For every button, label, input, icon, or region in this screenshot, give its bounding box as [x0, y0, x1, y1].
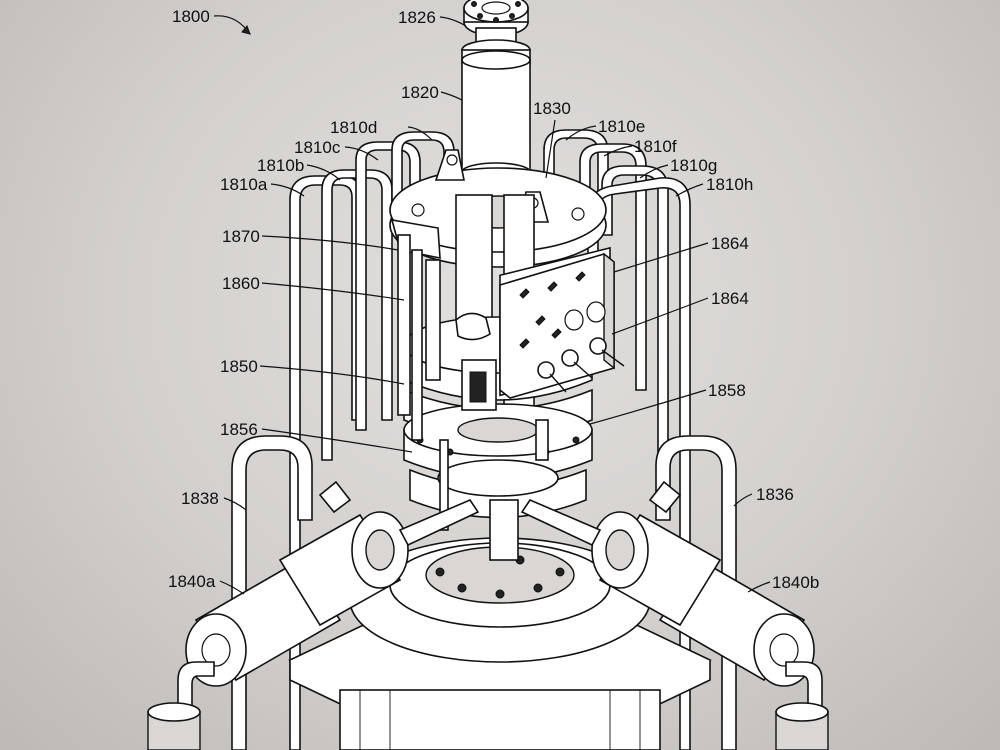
top-assembly	[461, 0, 531, 206]
label-1856: 1856	[220, 420, 258, 439]
pipe-loops	[289, 129, 691, 750]
label-1810b: 1810b	[257, 156, 304, 175]
label-1810d: 1810d	[330, 118, 377, 137]
leader-lines	[213, 15, 771, 595]
label-1810f: 1810f	[634, 137, 677, 156]
label-1840a: 1840a	[168, 572, 216, 591]
side-u-pipes	[231, 435, 737, 750]
label-1830: 1830	[533, 99, 571, 118]
instrument-panel	[499, 252, 625, 399]
label-1826: 1826	[398, 8, 436, 27]
label-1810h: 1810h	[706, 175, 753, 194]
label-1836: 1836	[756, 485, 794, 504]
label-1864-upper: 1864	[711, 234, 749, 253]
label-1820: 1820	[401, 83, 439, 102]
label-1858: 1858	[708, 381, 746, 400]
side-rods	[397, 234, 549, 531]
label-1800: 1800	[172, 7, 210, 26]
label-1810a: 1810a	[220, 175, 268, 194]
label-1810c: 1810c	[294, 138, 341, 157]
label-1870: 1870	[222, 227, 260, 246]
label-1810g: 1810g	[670, 156, 717, 175]
callout-labels: 1800 1826 1820 1830 1810d 1810c 1810b 18…	[168, 7, 819, 592]
base	[288, 499, 712, 750]
label-1860: 1860	[222, 274, 260, 293]
label-1864-lower: 1864	[711, 289, 749, 308]
actuator-right	[520, 480, 829, 750]
label-1838: 1838	[181, 489, 219, 508]
label-1840b: 1840b	[772, 573, 819, 592]
label-1810e: 1810e	[598, 117, 645, 136]
actuator-left	[147, 480, 480, 750]
label-1850: 1850	[220, 357, 258, 376]
